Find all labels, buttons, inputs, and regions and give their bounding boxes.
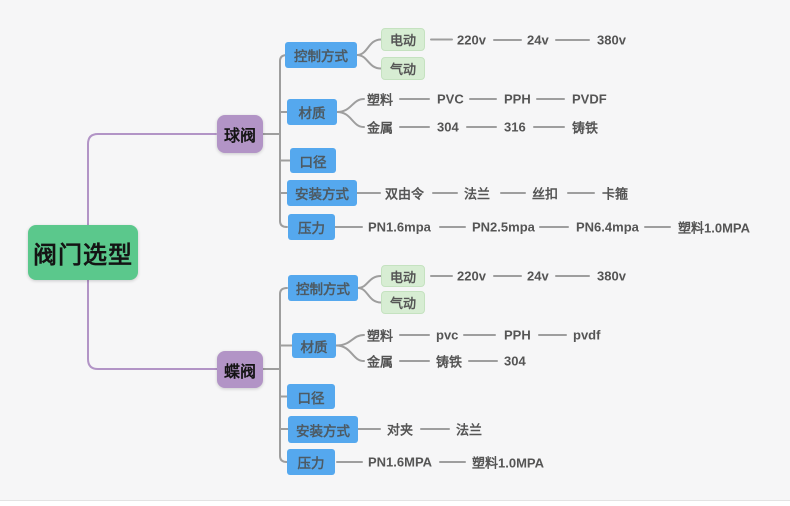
node-butterfly-valve[interactable]: 蝶阀 (217, 351, 263, 388)
leaf-butterfly-plastic-pvc[interactable]: pvc (436, 327, 459, 343)
leaf-butterfly-install-flange[interactable]: 法兰 (456, 422, 483, 438)
leaf-butterfly-plastic-pph[interactable]: PPH (504, 327, 531, 343)
leaf-butterfly-plastic-pvdf[interactable]: pvdf (573, 327, 601, 343)
leaf-ball-voltage-380v[interactable]: 380v (597, 32, 626, 48)
node-ball-install-mode[interactable]: 安装方式 (287, 180, 357, 206)
leaf-butterfly-metal[interactable]: 金属 (367, 354, 394, 370)
leaf-ball-install-union[interactable]: 双由令 (385, 186, 425, 202)
leaf-butterfly-metal-304[interactable]: 304 (504, 353, 526, 369)
leaf-ball-metal-cast-iron[interactable]: 铸铁 (572, 120, 599, 136)
leaf-butterfly-voltage-24v[interactable]: 24v (527, 268, 549, 284)
leaf-ball-metal-304[interactable]: 304 (437, 119, 459, 135)
node-ball-control-mode[interactable]: 控制方式 (285, 42, 357, 68)
node-butterfly-pneumatic[interactable]: 气动 (381, 291, 425, 314)
node-butterfly-material[interactable]: 材质 (292, 333, 336, 358)
node-butterfly-pressure[interactable]: 压力 (287, 449, 335, 475)
node-ball-diameter[interactable]: 口径 (290, 148, 336, 173)
leaf-ball-pressure-plastic10[interactable]: 塑料1.0MPA (678, 220, 750, 236)
leaf-butterfly-voltage-220v[interactable]: 220v (457, 268, 486, 284)
node-ball-pneumatic[interactable]: 气动 (381, 57, 425, 80)
node-ball-pressure[interactable]: 压力 (288, 214, 335, 240)
root-node-valve-selection[interactable]: 阀门选型 (28, 225, 138, 280)
node-butterfly-install-mode[interactable]: 安装方式 (288, 416, 358, 443)
node-ball-material[interactable]: 材质 (287, 99, 337, 125)
leaf-butterfly-plastic[interactable]: 塑料 (367, 328, 394, 344)
leaf-ball-voltage-220v[interactable]: 220v (457, 32, 486, 48)
node-butterfly-electric[interactable]: 电动 (381, 265, 425, 287)
node-butterfly-control-mode[interactable]: 控制方式 (288, 275, 358, 301)
leaf-ball-plastic-pvc[interactable]: PVC (437, 91, 464, 107)
leaf-butterfly-pressure-pn16[interactable]: PN1.6MPA (368, 454, 433, 470)
leaf-ball-pressure-pn25[interactable]: PN2.5mpa (472, 219, 535, 235)
leaf-ball-plastic-pph[interactable]: PPH (504, 91, 531, 107)
leaf-butterfly-metal-cast-iron[interactable]: 铸铁 (436, 354, 463, 370)
leaf-ball-install-flange[interactable]: 法兰 (464, 186, 491, 202)
leaf-ball-voltage-24v[interactable]: 24v (527, 32, 549, 48)
leaf-ball-pressure-pn16[interactable]: PN1.6mpa (368, 219, 431, 235)
leaf-ball-metal-316[interactable]: 316 (504, 119, 526, 135)
leaf-ball-install-clamp[interactable]: 卡箍 (602, 186, 629, 202)
leaf-butterfly-pressure-plastic10[interactable]: 塑料1.0MPA (472, 455, 544, 471)
leaf-butterfly-voltage-380v[interactable]: 380v (597, 268, 626, 284)
leaf-ball-install-thread[interactable]: 丝扣 (532, 186, 559, 202)
leaf-butterfly-install-wafer[interactable]: 对夹 (387, 422, 414, 438)
leaf-ball-plastic[interactable]: 塑料 (367, 92, 394, 108)
leaf-ball-pressure-pn64[interactable]: PN6.4mpa (576, 219, 639, 235)
node-ball-valve[interactable]: 球阀 (217, 115, 263, 153)
leaf-ball-plastic-pvdf[interactable]: PVDF (572, 91, 607, 107)
leaf-ball-metal[interactable]: 金属 (367, 120, 394, 136)
node-butterfly-diameter[interactable]: 口径 (287, 384, 335, 409)
node-ball-electric[interactable]: 电动 (381, 28, 425, 51)
